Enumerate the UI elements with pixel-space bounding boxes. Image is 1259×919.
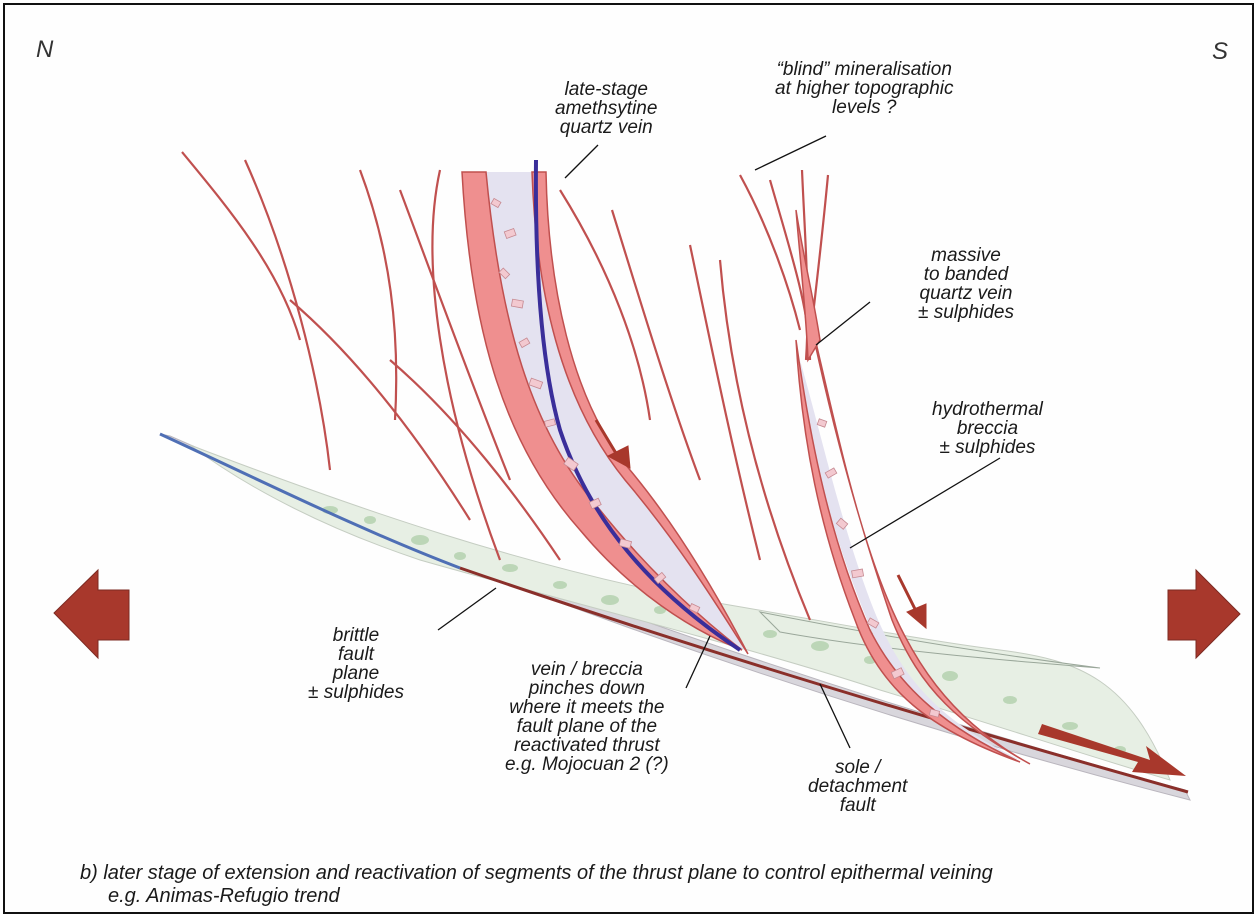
south-label: S xyxy=(1212,38,1228,66)
label-sole-detachment-fault: sole / detachment fault xyxy=(808,758,907,815)
label-blind-mineralisation: “blind” mineralisation at higher topogra… xyxy=(775,60,954,117)
label-vein-pinches-down: vein / breccia pinches down where it mee… xyxy=(505,660,669,774)
label-brittle-fault-plane: brittle fault plane ± sulphides xyxy=(308,626,404,702)
label-massive-banded-vein: massive to banded quartz vein ± sulphide… xyxy=(918,246,1014,322)
caption-line-1: b) later stage of extension and reactiva… xyxy=(80,862,993,885)
north-label: N xyxy=(36,36,53,64)
label-hydrothermal-breccia: hydrothermal breccia ± sulphides xyxy=(932,400,1043,457)
label-late-stage-vein: late-stage amethsytine quartz vein xyxy=(555,80,657,137)
extension-arrow-right xyxy=(1168,570,1240,658)
caption-line-2: e.g. Animas-Refugio trend xyxy=(108,885,340,908)
extension-arrow-left xyxy=(54,570,129,658)
